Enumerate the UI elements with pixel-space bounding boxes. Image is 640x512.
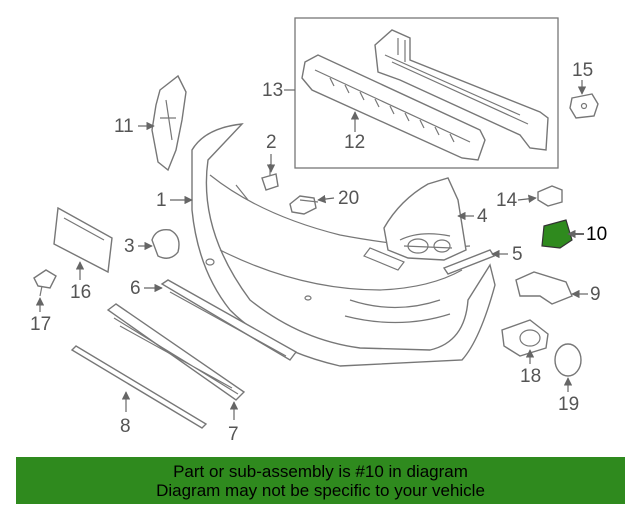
callout-label: 3 [124,236,135,257]
callout-label: 18 [520,366,541,387]
callout-3[interactable]: 3 [124,236,153,257]
callout-label: 7 [228,424,239,445]
part-info-banner: Part or sub-assembly is #10 in diagram D… [16,457,625,504]
callout-label: 16 [70,282,91,303]
callout-19[interactable]: 19 [558,377,579,415]
callout-label: 19 [558,394,579,415]
parts-diagram: 1 2 3 4 5 6 7 8 9 10 11 12 [30,17,607,445]
callout-14[interactable]: 14 [496,190,537,211]
lower-grille-part-7[interactable] [106,303,246,401]
screw-part-17[interactable] [33,269,57,297]
callout-label: 15 [572,60,593,81]
parking-sensor-part-18[interactable] [501,319,549,357]
callout-label: 13 [262,80,283,101]
callout-11[interactable]: 11 [114,116,155,137]
impact-absorber-part-12[interactable] [301,54,486,161]
callout-label: 10 [586,224,607,245]
callout-20[interactable]: 20 [317,188,359,209]
callout-16[interactable]: 16 [70,261,91,303]
callout-label: 11 [114,116,134,137]
callout-10[interactable]: 10 [567,224,607,245]
cover-part-10[interactable] [541,219,573,249]
lower-trim-part-8[interactable] [70,345,208,429]
callout-18[interactable]: 18 [520,349,541,387]
bumper-reinforcement-part-13[interactable] [374,29,549,151]
callout-12[interactable]: 12 [344,111,365,153]
bracket-part-15[interactable] [569,93,599,119]
callout-label: 2 [266,132,277,153]
callout-label: 4 [477,206,488,227]
callout-2[interactable]: 2 [266,132,277,173]
bolt-part-14[interactable] [537,185,563,207]
sensor-bracket-part-9[interactable] [515,271,573,305]
callout-label: 5 [512,244,523,265]
side-bracket-part-11[interactable] [151,74,187,172]
banner-line-1: Part or sub-assembly is #10 in diagram [173,461,468,481]
sensor-ring-part-19[interactable] [554,343,582,377]
callout-5[interactable]: 5 [491,244,523,265]
callout-15[interactable]: 15 [572,60,593,95]
callout-label: 17 [30,314,51,335]
callout-label: 12 [344,132,365,153]
callout-9[interactable]: 9 [571,284,601,305]
bolt-part-2[interactable] [261,164,279,191]
banner-line-2: Diagram may not be specific to your vehi… [156,480,485,500]
callout-4[interactable]: 4 [457,206,488,227]
callout-8[interactable]: 8 [120,391,131,437]
callout-label: 9 [590,284,601,305]
screw-part-20[interactable] [289,195,319,215]
upper-grille-part-6[interactable] [160,279,298,361]
callout-label: 20 [338,188,359,209]
callout-label: 14 [496,190,518,211]
callout-1[interactable]: 1 [156,190,193,211]
bracket-housing-part-4[interactable] [383,177,467,261]
bumper-cover-part-1[interactable] [191,123,496,367]
callout-13[interactable]: 13 [262,80,295,101]
callout-label: 8 [120,416,131,437]
clip-part-3[interactable] [151,229,180,259]
callout-label: 6 [130,278,141,299]
license-plate-bracket-part-16[interactable] [53,206,113,274]
callout-7[interactable]: 7 [228,401,239,445]
callout-17[interactable]: 17 [30,297,51,335]
callout-label: 1 [156,190,167,211]
callout-6[interactable]: 6 [130,278,163,299]
